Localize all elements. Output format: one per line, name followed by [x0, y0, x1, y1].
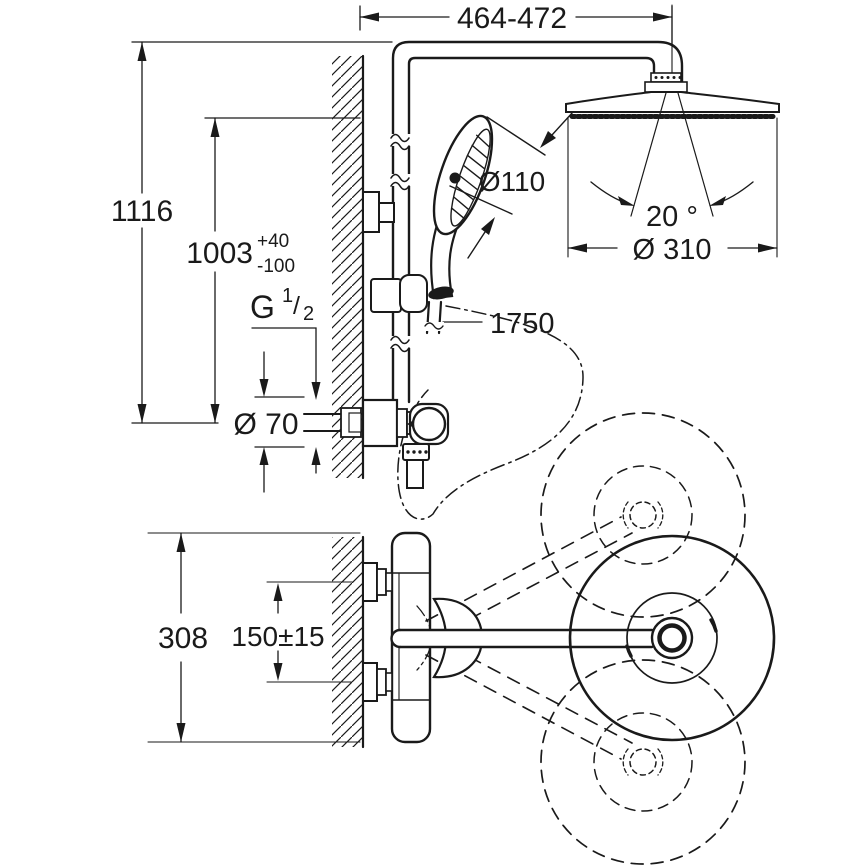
- arrowhead: [758, 243, 777, 253]
- valve-knob: [411, 406, 447, 442]
- arrowhead: [653, 12, 672, 22]
- dimension-label-spray-angle: 20 °: [646, 201, 698, 233]
- thread-label-slash: /: [293, 292, 300, 320]
- hand-shower-button: [449, 172, 461, 184]
- tolerance-plus-label: +40: [257, 231, 289, 252]
- hose-loop-dashdot: [397, 305, 584, 520]
- rail-wall-bracket: [362, 191, 395, 233]
- arrowhead: [259, 379, 269, 397]
- plan-view: 308 150±15: [147, 412, 776, 865]
- spray-face-pattern: [450, 134, 491, 220]
- arrowhead: [210, 404, 220, 423]
- dimension-label-escutcheon: Ø 70: [233, 408, 298, 441]
- head-shower: [565, 4, 780, 119]
- shower-valve-side: [361, 398, 450, 489]
- arrowhead: [210, 118, 220, 137]
- nut-knurling: [406, 450, 428, 454]
- arrowhead: [137, 404, 147, 423]
- inlet-union-lower: [362, 662, 393, 702]
- dimension-plan-height: 308: [147, 532, 361, 743]
- tolerance-minus-label: -100: [257, 256, 295, 277]
- arrowhead: [259, 447, 269, 465]
- side-view: 464-472 1116 1003 +40 -100 G 1 /: [111, 2, 780, 520]
- pipe-break: [390, 173, 412, 191]
- hand-shower: [430, 114, 494, 300]
- dimension-escutcheon-diameter: Ø 70: [233, 351, 305, 493]
- dimension-label-plan-height: 308: [158, 622, 208, 655]
- thread-callout-g-half: G 1 / 2: [250, 285, 321, 474]
- arrowhead: [273, 583, 283, 601]
- dimension-head-shower-diameter: Ø 310: [567, 117, 778, 266]
- head-shower-plate: [565, 91, 780, 113]
- hand-shower-grip-end: [428, 286, 454, 300]
- swivel-arm-dashed-positions: [425, 516, 633, 760]
- pipe-break: [390, 335, 412, 353]
- dimension-hose-length: 1750: [442, 308, 555, 340]
- pipe-break: [390, 133, 412, 151]
- dimension-label-rail-height: 1003: [186, 237, 253, 270]
- dimension-label-hose-length: 1750: [490, 308, 555, 340]
- arrowhead: [618, 196, 635, 206]
- arrowhead: [360, 12, 379, 22]
- dimension-rail-height: 1003 +40 -100: [186, 117, 361, 424]
- dimension-label-total-height: 1116: [111, 195, 173, 228]
- thread-label-denominator: 2: [303, 303, 314, 325]
- arrowhead: [709, 196, 726, 206]
- wall-section-plan: [332, 535, 365, 749]
- arrowhead: [176, 723, 186, 742]
- dimension-total-height: 1116: [111, 41, 393, 424]
- head-shower-plan-solid: [568, 534, 776, 742]
- arrowhead: [540, 131, 556, 148]
- dimension-spray-angle: 20 °: [590, 92, 754, 233]
- arrowhead: [568, 243, 587, 253]
- shower-rail-and-arm: [390, 40, 684, 404]
- head-connector: [644, 81, 688, 93]
- arrowhead: [273, 663, 283, 681]
- dimension-label-arm-reach: 464-472: [457, 2, 567, 35]
- joint-knurling: [654, 76, 682, 79]
- arrowhead: [311, 447, 321, 465]
- dimension-label-inlet-spacing: 150±15: [231, 621, 324, 652]
- thread-label-numerator: 1: [282, 285, 293, 307]
- thread-label-g: G: [250, 289, 275, 325]
- shower-arm-plan: [390, 628, 654, 649]
- hand-shower-holder: [370, 274, 454, 313]
- dimension-label-hand-shower: Ø110: [479, 166, 545, 197]
- shower-hose: [397, 300, 584, 520]
- valve-wall-plate: [361, 398, 399, 448]
- wall-hatch: [332, 537, 363, 747]
- arrowhead: [176, 533, 186, 552]
- dimension-inlet-spacing: 150±15: [231, 581, 353, 683]
- hand-shower-head: [432, 114, 494, 236]
- hose-outlet: [406, 459, 424, 489]
- dimension-hand-shower-diameter: Ø110: [449, 100, 584, 259]
- arrowhead: [481, 217, 495, 235]
- supply-connection: [303, 407, 364, 438]
- arrowhead: [137, 42, 147, 61]
- head-shower-position-lower-dashed: [540, 659, 746, 865]
- dimension-label-head-shower: Ø 310: [633, 234, 712, 266]
- inlet-union-upper: [362, 562, 393, 602]
- swivel-arc-dashdot: [416, 605, 432, 671]
- arrowhead: [311, 382, 321, 400]
- head-shower-position-upper-dashed: [540, 412, 746, 618]
